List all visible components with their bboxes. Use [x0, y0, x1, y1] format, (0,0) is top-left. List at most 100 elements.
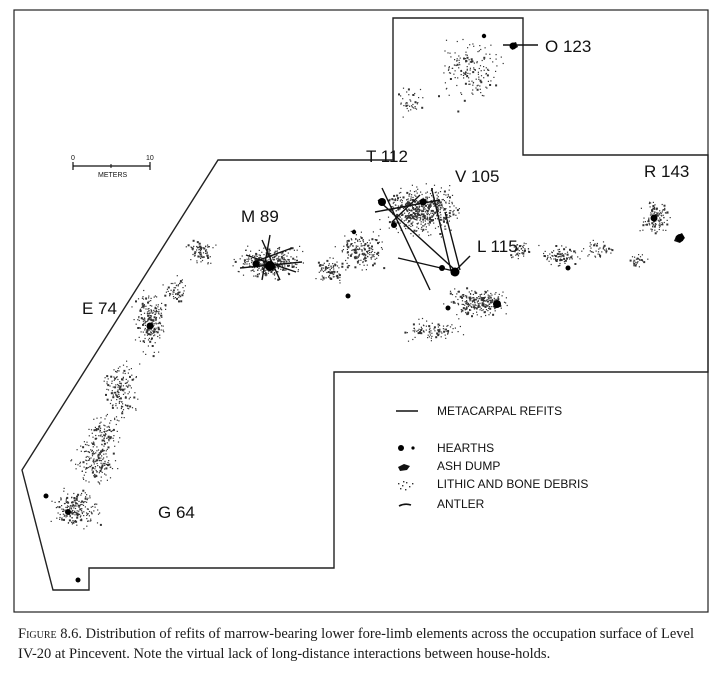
debris-dot	[425, 183, 427, 185]
debris-dot	[147, 314, 150, 317]
debris-dot	[439, 328, 441, 330]
debris-dot	[469, 300, 471, 302]
debris-dot	[59, 516, 61, 519]
debris-dot	[642, 221, 645, 223]
debris-dot	[258, 261, 260, 263]
debris-dot	[94, 461, 96, 463]
debris-dot	[274, 266, 277, 268]
debris-dot	[274, 262, 276, 264]
debris-dot	[481, 302, 484, 305]
debris-dot	[137, 319, 139, 321]
debris-dot	[102, 458, 104, 460]
debris-dot	[565, 246, 567, 248]
debris-dot	[364, 245, 366, 247]
debris-dot	[406, 91, 408, 93]
debris-dot	[523, 250, 525, 253]
debris-dot	[326, 271, 328, 274]
debris-dot	[662, 224, 664, 226]
debris-dot	[366, 242, 368, 244]
debris-dot	[150, 297, 152, 299]
debris-dot	[426, 211, 428, 213]
debris-dot	[161, 325, 163, 327]
debris-dot	[407, 203, 410, 205]
debris-dot	[199, 252, 201, 254]
debris-dot	[481, 309, 483, 312]
debris-dot	[112, 437, 114, 439]
debris-dot	[252, 255, 254, 257]
debris-dot	[443, 72, 445, 74]
debris-dot	[281, 253, 283, 255]
debris-dot	[65, 501, 67, 504]
debris-dot	[451, 294, 454, 296]
debris-dot	[360, 236, 362, 238]
debris-dot	[477, 71, 479, 73]
debris-dot	[551, 251, 553, 253]
debris-dot	[277, 257, 279, 259]
debris-dot	[157, 306, 159, 308]
debris-dot	[334, 246, 336, 248]
debris-dot	[563, 256, 565, 258]
debris-dot	[324, 269, 326, 272]
debris-dot	[193, 245, 195, 247]
debris-dot	[103, 380, 105, 382]
debris-dot	[121, 412, 124, 415]
debris-dot	[273, 256, 275, 258]
debris-dot	[100, 466, 103, 469]
debris-dot	[375, 239, 378, 242]
debris-dot	[133, 396, 136, 399]
debris-dot	[286, 260, 288, 262]
debris-dot	[355, 245, 357, 247]
debris-dot	[119, 385, 122, 387]
debris-dot	[394, 199, 397, 202]
debris-dot	[525, 243, 527, 245]
debris-dot	[56, 517, 58, 519]
debris-dot	[73, 512, 75, 514]
debris-dot	[346, 240, 348, 242]
debris-dot	[640, 207, 642, 209]
debris-dot	[487, 80, 489, 82]
debris-dot	[196, 241, 199, 244]
debris-dot	[407, 216, 410, 218]
debris-dot	[410, 109, 412, 111]
debris-dot	[408, 221, 410, 223]
debris-dot	[159, 337, 161, 339]
debris-dot	[113, 376, 115, 378]
debris-dot	[99, 523, 102, 526]
debris-dot	[440, 204, 443, 206]
debris-dot	[466, 54, 468, 56]
debris-dot	[75, 463, 77, 465]
debris-dot	[489, 53, 491, 55]
debris-dot	[413, 209, 416, 211]
debris-dot	[102, 448, 104, 450]
debris-dot	[120, 385, 122, 387]
debris-dot	[342, 249, 344, 251]
debris-dot	[458, 67, 460, 69]
debris-dot	[456, 84, 458, 87]
debris-dot	[635, 263, 637, 265]
debris-dot	[660, 214, 662, 216]
debris-dot	[663, 221, 665, 224]
debris-dot	[443, 200, 445, 202]
debris-dot	[445, 228, 447, 230]
debris-dot	[426, 198, 428, 200]
debris-dot	[634, 260, 636, 262]
debris-dot	[487, 290, 489, 292]
debris-dot	[589, 245, 591, 247]
debris-dot	[159, 334, 161, 336]
debris-dot	[514, 251, 516, 253]
debris-dot	[417, 227, 420, 230]
debris-dot	[151, 322, 154, 324]
debris-dot	[427, 212, 429, 214]
debris-dot	[263, 254, 265, 256]
debris-dot	[451, 201, 453, 203]
debris-dot	[369, 242, 371, 244]
debris-dot	[430, 216, 432, 218]
debris-dot	[109, 428, 111, 431]
debris-dot	[422, 210, 424, 212]
debris-dot	[360, 243, 362, 245]
debris-dot	[400, 95, 402, 97]
debris-dot	[178, 291, 180, 293]
debris-dot	[505, 302, 507, 304]
debris-dot	[149, 315, 152, 317]
debris-dot	[414, 208, 417, 210]
